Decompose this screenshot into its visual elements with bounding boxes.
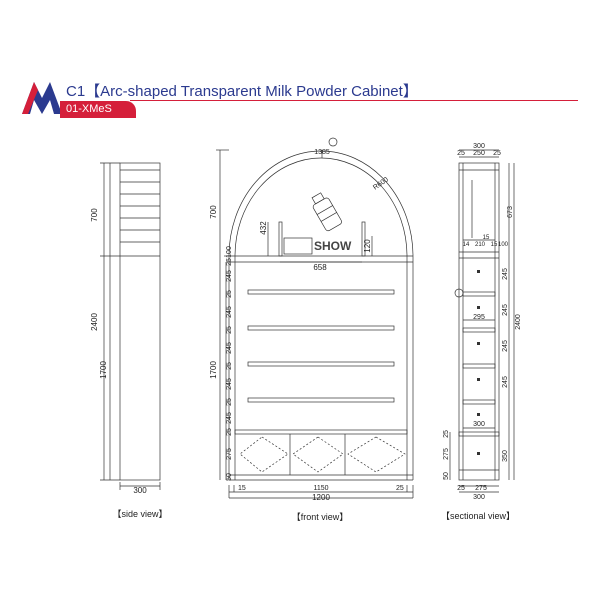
svg-text:245: 245: [502, 340, 509, 352]
section-dim-bottom-row: 25 275: [457, 485, 487, 492]
front-dim-left-column: 100 25 245 25 245 25 245 25 245 25 245 2…: [226, 246, 233, 481]
front-dim-bottom-right: 25: [396, 485, 404, 492]
front-dim-arc-height: 700: [209, 205, 218, 219]
svg-text:245: 245: [226, 412, 233, 424]
svg-text:25: 25: [226, 258, 233, 266]
section-dim-top-width: 300: [473, 143, 485, 150]
front-view: [216, 137, 414, 499]
front-dim-sign-height: 432: [259, 221, 268, 235]
brand-logo-icon: [22, 82, 62, 114]
sectional-view-outline: [458, 162, 500, 481]
svg-text:275: 275: [443, 448, 450, 460]
svg-text:250: 250: [473, 150, 485, 157]
section-dim-total: 2400: [515, 314, 522, 330]
svg-text:210: 210: [475, 242, 486, 248]
svg-text:245: 245: [502, 376, 509, 388]
sectional-view-label: 【sectional view】: [441, 511, 515, 521]
side-dim-depth: 300: [133, 486, 147, 495]
svg-text:50: 50: [443, 472, 450, 480]
front-view-drawer-glass: [239, 436, 406, 473]
svg-text:245: 245: [226, 342, 233, 354]
section-dim-shelf-detail: 14 210 15 15 100: [463, 235, 509, 248]
svg-text:245: 245: [226, 378, 233, 390]
section-dim-bottom-width: 300: [473, 494, 485, 501]
product-code-badge: 01-XMeS: [60, 101, 136, 118]
svg-text:245: 245: [502, 268, 509, 280]
front-dim-sign-bottom: 120: [363, 239, 372, 253]
front-view-label: 【front view】: [292, 512, 349, 522]
front-dim-top-gap: 1385: [314, 149, 330, 156]
svg-text:275: 275: [475, 485, 487, 492]
front-view-arch: [228, 150, 414, 480]
section-dim-inner-width: 295: [473, 314, 485, 321]
svg-text:245: 245: [226, 306, 233, 318]
svg-text:25: 25: [457, 150, 465, 157]
front-dim-bottom-middle: 1150: [313, 485, 328, 492]
sectional-view: [449, 149, 515, 493]
side-view-outline: [119, 162, 161, 481]
svg-text:15: 15: [483, 235, 490, 241]
page-title: C1【Arc-shaped Transparent Milk Powder Ca…: [66, 83, 418, 100]
front-dim-lower-height: 1700: [209, 361, 218, 379]
front-dim-radius: R600: [372, 176, 390, 191]
section-dim-drawer-height: 350: [502, 450, 509, 462]
svg-text:100: 100: [226, 246, 233, 258]
svg-text:15: 15: [491, 242, 498, 248]
section-dim-upper: 673: [507, 206, 514, 218]
front-sign-text: SHOW: [314, 239, 352, 253]
svg-text:25: 25: [226, 428, 233, 436]
side-dim-bottom: 1700: [99, 361, 108, 379]
svg-text:50: 50: [226, 473, 233, 481]
svg-text:25: 25: [226, 326, 233, 334]
front-view-shelves: [234, 289, 408, 435]
side-view-label: 【side view】: [112, 509, 167, 519]
section-dim-left-column: 25 275 50: [443, 430, 450, 480]
svg-text:275: 275: [226, 448, 233, 460]
front-dim-sign-width: 658: [313, 263, 327, 272]
front-view-sign: [278, 192, 366, 257]
side-dim-total: 2400: [90, 313, 99, 331]
section-dim-right-column: 245 245 245 245: [502, 268, 509, 388]
section-dim-drawer-width: 300: [473, 421, 485, 428]
svg-text:245: 245: [226, 270, 233, 282]
side-view: [100, 162, 161, 490]
svg-text:100: 100: [498, 242, 509, 248]
front-dim-overall-width: 1200: [312, 493, 330, 502]
svg-text:25: 25: [457, 485, 465, 492]
svg-text:25: 25: [226, 290, 233, 298]
svg-text:25: 25: [226, 398, 233, 406]
svg-text:25: 25: [443, 430, 450, 438]
svg-text:245: 245: [502, 304, 509, 316]
side-dim-top: 700: [90, 208, 99, 222]
header-rule: [130, 100, 578, 101]
svg-text:14: 14: [463, 242, 470, 248]
section-dim-top-row: 25 250 25: [457, 150, 501, 157]
front-dim-bottom-left: 15: [238, 485, 246, 492]
header: C1【Arc-shaped Transparent Milk Powder Ca…: [0, 0, 600, 130]
svg-text:25: 25: [226, 362, 233, 370]
svg-text:25: 25: [493, 150, 501, 157]
